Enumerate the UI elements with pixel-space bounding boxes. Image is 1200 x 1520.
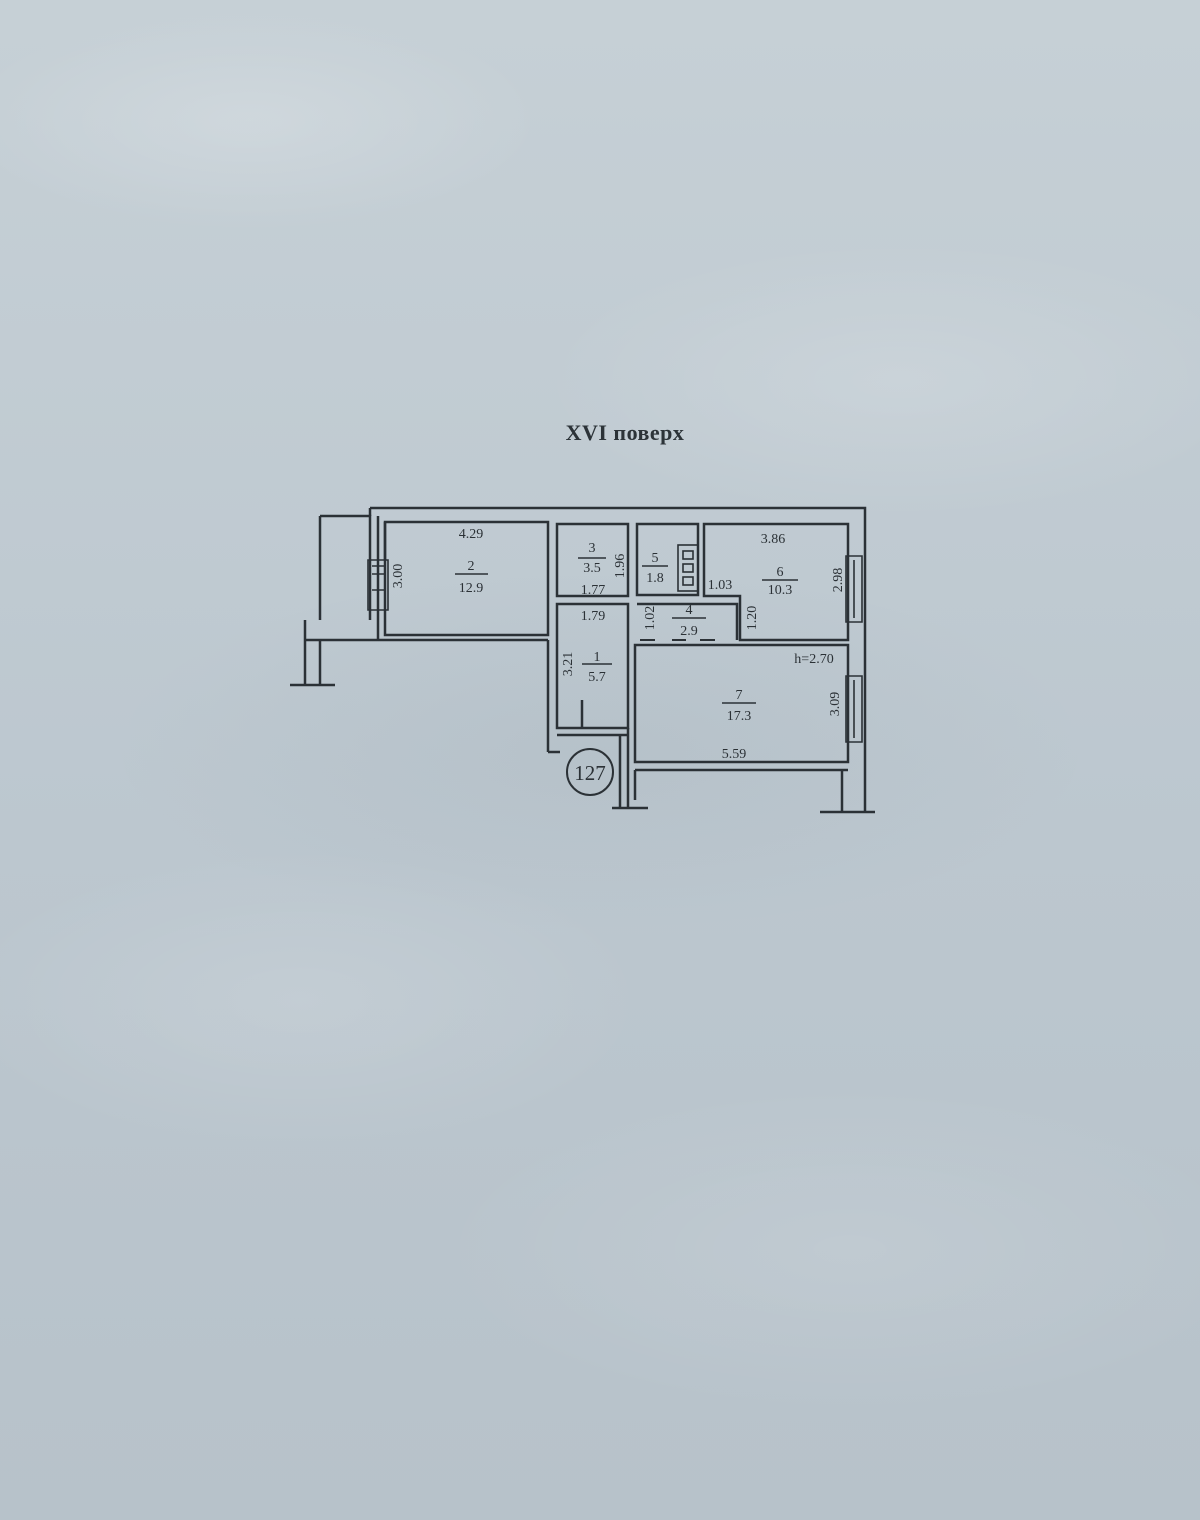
room-5-area: 1.8 (646, 571, 664, 586)
dim-room-7-width: 5.59 (722, 747, 747, 762)
window-room-6 (845, 555, 863, 623)
dim-room-2-depth: 3.00 (391, 564, 406, 589)
dim-room-2-width: 4.29 (459, 527, 484, 542)
room-6-number: 6 (777, 565, 784, 580)
room-4-outline (637, 602, 739, 640)
room-2-outline (383, 520, 550, 637)
room-1-area: 5.7 (588, 670, 606, 685)
dim-room-6-width: 3.86 (761, 532, 786, 547)
dim-room-6-opening: 1.03 (708, 578, 733, 593)
room-7-area: 17.3 (727, 709, 752, 724)
plan-walls (290, 506, 875, 814)
ceiling-height: h=2.70 (794, 652, 833, 667)
dim-room-7-depth: 3.09 (828, 692, 843, 717)
outer-wall-top-right (370, 506, 867, 812)
window-room-2 (367, 559, 389, 611)
room-2-area: 12.9 (459, 581, 484, 596)
dim-room-1-width: 1.79 (581, 609, 606, 624)
dim-room-4-left: 1.02 (643, 606, 658, 631)
room-7-number: 7 (736, 688, 743, 703)
room-6-outline (702, 522, 850, 642)
fraction-lines (455, 557, 798, 704)
apartment-number-circle (566, 748, 614, 796)
windows (367, 555, 863, 743)
room-1-number: 1 (594, 650, 601, 665)
room-4-number: 4 (686, 603, 693, 618)
window-room-7 (845, 675, 863, 743)
room-5-outline (635, 522, 700, 597)
room-7-outline (633, 643, 850, 764)
dim-room-3-depth: 1.96 (613, 554, 628, 579)
floor-title: XVI поверх (565, 420, 685, 445)
room-2-number: 2 (468, 559, 475, 574)
dim-room-4-right: 1.20 (745, 606, 760, 631)
kitchen-stove-icon (677, 544, 699, 592)
room-3-number: 3 (589, 541, 596, 556)
room-6-area: 10.3 (768, 583, 793, 598)
room-3-area: 3.5 (583, 561, 601, 576)
dim-room-6-depth: 2.98 (831, 568, 846, 593)
apartment-number: 127 (574, 761, 606, 785)
room-5-number: 5 (652, 551, 659, 566)
dim-room-1-depth: 3.21 (561, 652, 576, 677)
room-4-area: 2.9 (680, 624, 698, 639)
dim-room-3-width: 1.77 (581, 583, 606, 598)
room-3-outline (555, 522, 630, 598)
